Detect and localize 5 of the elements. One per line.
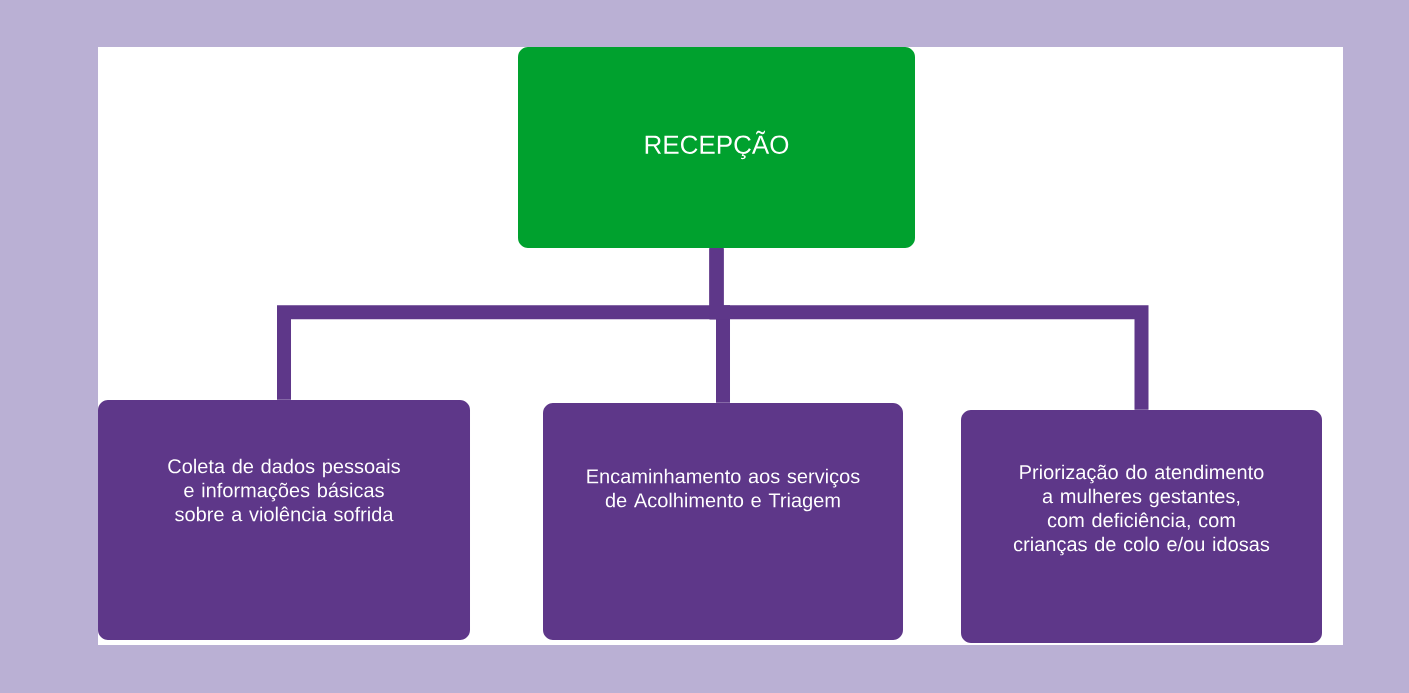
step-box: Encaminhamento aos serviços de Acolhimento e Triagem: [543, 403, 903, 640]
title-box: RECEPÇÃO: [518, 47, 915, 248]
step-box: Priorização do atendimento a mulheres gestantes, com deficiência, com crianças de colo e/ou idosas: [961, 410, 1322, 643]
step-box: Coleta de dados pessoais e informações básicas sobre a violência sofrida: [98, 400, 470, 640]
connector-line: [709, 248, 1149, 410]
